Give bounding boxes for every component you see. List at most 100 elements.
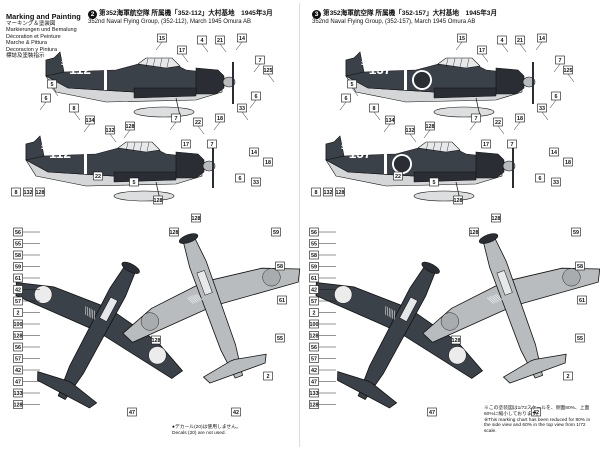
title-de: Markierungen und Bemalung (6, 27, 77, 34)
canopy-frame (425, 142, 429, 152)
callout-number: 22 (193, 117, 203, 127)
leader-line (123, 129, 131, 139)
decal-note-en: Decals (20) are not used. (172, 430, 226, 436)
callout-label: 56 (311, 230, 317, 236)
leader-line (351, 87, 359, 97)
engine-cowling (195, 67, 225, 95)
walkway-line (486, 297, 494, 304)
callout-number: 18 (215, 113, 225, 123)
callout-box (577, 295, 587, 305)
canopy-frame (139, 142, 143, 152)
canopy-top (399, 296, 418, 322)
callout-number: 57 (13, 354, 23, 363)
walkway-line (394, 310, 395, 320)
callout-number: 55 (275, 333, 285, 343)
callout-box (181, 139, 191, 149)
leader-line (541, 111, 549, 121)
canopy-top (196, 270, 213, 296)
callout-label: 100 (14, 322, 23, 328)
callout-box (429, 177, 439, 187)
callout-number: 55 (575, 333, 585, 343)
callout-label: 125 (564, 68, 573, 74)
callout-number: 6 (341, 93, 351, 103)
leader-line (501, 43, 509, 53)
walkway-line (188, 296, 196, 304)
callout-number: 47 (427, 407, 437, 417)
callout-label: 128 (426, 124, 435, 130)
canopy (117, 141, 161, 153)
canopy-frame (132, 142, 136, 152)
callout-number: 18 (263, 157, 273, 167)
callout-label: 7 (211, 142, 214, 148)
decal-note-jp: ●デカール(20)は使用しません。 (172, 425, 241, 430)
callout-number: 56 (13, 227, 23, 237)
propeller-blade (232, 62, 234, 104)
callout-number: 42 (13, 285, 23, 294)
callout-number: 57 (309, 296, 319, 306)
canopy-frame (159, 58, 163, 68)
callout-number: 58 (309, 250, 319, 260)
engine-cowling (475, 151, 505, 179)
callout-label: 61 (579, 298, 585, 304)
tail-code-bottom: 112 (69, 62, 91, 77)
leader-line (339, 101, 347, 111)
callout-label: 59 (311, 265, 317, 271)
callout-number: 42 (309, 365, 319, 375)
title-jp: マーキング＆塗装図 (6, 21, 56, 27)
walkway-line (194, 294, 201, 302)
callout-box (323, 187, 333, 197)
callout-box (309, 319, 319, 329)
wing-root (413, 171, 477, 183)
scheme-2-number: 2 (88, 10, 97, 19)
callout-label: 6 (255, 94, 258, 100)
callout-number: 17 (481, 139, 491, 149)
callout-number: 33 (551, 177, 561, 187)
callout-number: 18 (515, 113, 525, 123)
tail-code-bottom: 112 (49, 146, 71, 161)
callout-label: 8 (373, 106, 376, 112)
fuselage-band (384, 152, 387, 174)
page-fold (299, 3, 300, 447)
callout-label: 17 (483, 142, 489, 148)
callout-box (571, 227, 581, 237)
callout-number: 128 (151, 335, 161, 345)
leader-line (549, 99, 557, 109)
callout-box (309, 331, 319, 340)
callout-number: 59 (571, 227, 581, 237)
callout-label: 21 (217, 38, 223, 44)
callout-label: 59 (573, 230, 579, 236)
callout-label: 6 (539, 176, 542, 182)
walkway-line (192, 295, 200, 302)
tailplane (37, 371, 98, 409)
callout-label: 2 (267, 374, 270, 380)
scheme-3-title-jp: 第352海軍航空隊 所属機「352-157」大村基地 1945年3月 (323, 10, 498, 17)
wing-root (133, 87, 197, 99)
hinomaru (413, 71, 431, 89)
callout-label: 56 (311, 345, 317, 351)
callout-box (481, 139, 491, 149)
callout-number: 7 (507, 139, 517, 149)
tail-code-top: 352 (41, 145, 52, 151)
callout-box (13, 331, 23, 340)
callout-number: 55 (309, 239, 319, 248)
callout-number: 58 (575, 261, 585, 271)
callout-number: 6 (551, 91, 561, 101)
leader-line (213, 121, 221, 131)
canopy-frame (125, 142, 129, 152)
callout-label: 134 (386, 118, 395, 124)
callout-label: 17 (479, 48, 485, 54)
callout-label: 18 (265, 160, 271, 166)
callout-label: 133 (14, 391, 23, 397)
cowling-ring (121, 261, 140, 274)
leader-line (201, 43, 209, 53)
callout-label: 59 (273, 230, 279, 236)
canopy-frame (459, 58, 463, 68)
callout-number: 59 (13, 262, 23, 271)
callout-label: 58 (311, 253, 317, 259)
cowling-ring (178, 233, 199, 244)
